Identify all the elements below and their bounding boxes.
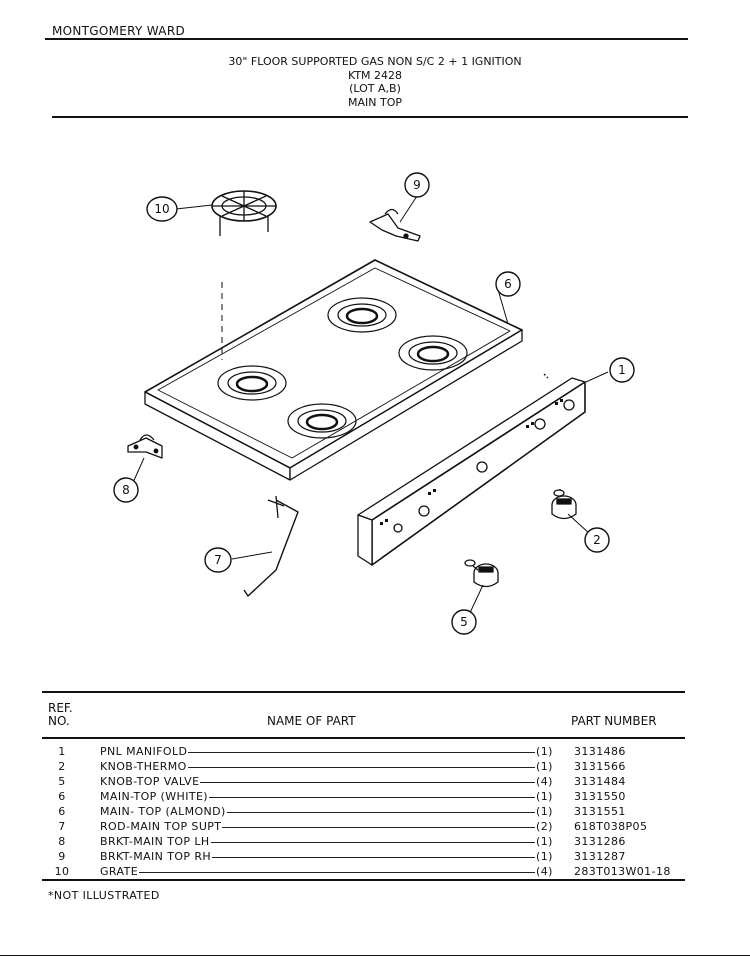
row-leader-line <box>139 872 535 873</box>
manifold-panel-illustration <box>357 373 586 566</box>
row-part-name: MAIN-TOP (WHITE) <box>100 790 208 803</box>
row-quantity: (1) <box>536 835 553 848</box>
table-rule-header <box>42 737 685 739</box>
row-leader-line <box>188 752 535 753</box>
row-part-number: 3131551 <box>574 805 626 818</box>
table-row: 9 BRKT-MAIN TOP RH (1) 3131287 <box>0 850 750 865</box>
row-quantity: (1) <box>536 850 553 863</box>
row-leader-line <box>209 797 535 798</box>
header-rule-bottom <box>52 116 688 118</box>
knob-top-valve-illustration <box>464 559 499 588</box>
title-line-3: (LOT A,B) <box>349 82 401 95</box>
row-ref-number: 1 <box>58 745 66 758</box>
callout-label-5: 5 <box>460 615 468 629</box>
bracket-lh-illustration <box>127 434 163 459</box>
row-part-name: BRKT-MAIN TOP RH <box>100 850 212 863</box>
row-ref-number: 8 <box>58 835 66 848</box>
ref-header-line-2: NO. <box>48 714 70 728</box>
part-number-header: PART NUMBER <box>571 714 657 728</box>
row-part-name: KNOB-THERMO <box>100 760 187 773</box>
footnote: *NOT ILLUSTRATED <box>48 889 160 902</box>
callout-label-6: 6 <box>504 277 512 291</box>
title-line-2: KTM 2428 <box>347 69 403 82</box>
title-line-4: MAIN TOP <box>348 96 402 109</box>
row-quantity: (2) <box>536 820 553 833</box>
name-header: NAME OF PART <box>267 714 356 728</box>
row-leader-line <box>211 842 535 843</box>
table-row: 10 GRATE (4) 283T013W01-18 <box>0 865 750 880</box>
grate-illustration <box>211 190 277 236</box>
callout-10 <box>146 196 178 222</box>
row-leader-line <box>222 827 535 828</box>
table-row: 6 MAIN-TOP (WHITE) (1) 3131550 <box>0 790 750 805</box>
row-part-number: 3131550 <box>574 790 626 803</box>
row-leader-line <box>200 782 535 783</box>
knob-thermo-illustration <box>551 489 577 520</box>
row-part-number: 3131287 <box>574 850 626 863</box>
row-part-name: KNOB-TOP VALVE <box>100 775 200 788</box>
callout-label-10: 10 <box>154 202 169 216</box>
row-leader-line <box>227 812 535 813</box>
row-leader-line <box>212 857 535 858</box>
row-part-number: 3131486 <box>574 745 626 758</box>
callout-label-8: 8 <box>122 483 130 497</box>
callout-label-7: 7 <box>214 553 222 567</box>
table-row: 2 KNOB-THERMO (1) 3131566 <box>0 760 750 775</box>
brand-name: MONTGOMERY WARD <box>52 24 185 38</box>
row-quantity: (1) <box>536 790 553 803</box>
row-part-number: 618T038P05 <box>574 820 648 833</box>
callout-7 <box>204 547 232 573</box>
row-quantity: (1) <box>536 745 553 758</box>
table-row: 5 KNOB-TOP VALVE (4) 3131484 <box>0 775 750 790</box>
main-top-illustration <box>144 259 523 481</box>
table-rule-top <box>42 691 685 693</box>
callout-9 <box>404 172 430 198</box>
row-quantity: (1) <box>536 760 553 773</box>
row-ref-number: 7 <box>58 820 66 833</box>
row-ref-number: 9 <box>58 850 66 863</box>
page-rule-bottom <box>0 955 750 956</box>
table-row: 8 BRKT-MAIN TOP LH (1) 3131286 <box>0 835 750 850</box>
row-ref-number: 5 <box>58 775 66 788</box>
callout-1 <box>609 357 635 383</box>
row-ref-number: 6 <box>58 790 66 803</box>
row-quantity: (1) <box>536 805 553 818</box>
row-leader-line <box>188 767 535 768</box>
row-ref-number: 6 <box>58 805 66 818</box>
callout-label-9: 9 <box>413 178 421 192</box>
support-rod-illustration <box>243 495 299 597</box>
row-part-name: GRATE <box>100 865 139 878</box>
row-quantity: (4) <box>536 775 553 788</box>
callout-8 <box>113 477 139 503</box>
callout-5 <box>451 609 477 635</box>
title-line-1: 30" FLOOR SUPPORTED GAS NON S/C 2 + 1 IG… <box>228 55 522 68</box>
header-rule-top <box>45 38 688 40</box>
exploded-parts-diagram: 10 9 6 1 2 5 7 8 <box>113 172 635 635</box>
callout-label-1: 1 <box>618 363 626 377</box>
row-part-name: MAIN- TOP (ALMOND) <box>100 805 226 818</box>
row-part-number: 3131484 <box>574 775 626 788</box>
row-part-name: ROD-MAIN TOP SUPT <box>100 820 222 833</box>
row-part-number: 3131286 <box>574 835 626 848</box>
table-row: 1 PNL MANIFOLD (1) 3131486 <box>0 745 750 760</box>
table-rule-bottom <box>42 879 685 881</box>
callout-label-2: 2 <box>593 533 601 547</box>
ref-header-line-1: REF. <box>48 701 73 715</box>
callout-6 <box>495 271 521 297</box>
callout-2 <box>584 527 610 553</box>
row-part-name: BRKT-MAIN TOP LH <box>100 835 210 848</box>
table-row: 7 ROD-MAIN TOP SUPT (2) 618T038P05 <box>0 820 750 835</box>
row-part-number: 3131566 <box>574 760 626 773</box>
row-ref-number: 10 <box>54 865 70 878</box>
bracket-rh-illustration <box>369 208 421 242</box>
row-quantity: (4) <box>536 865 553 878</box>
row-part-name: PNL MANIFOLD <box>100 745 188 758</box>
row-part-number: 283T013W01-18 <box>574 865 671 878</box>
row-ref-number: 2 <box>58 760 66 773</box>
table-row: 6 MAIN- TOP (ALMOND) (1) 3131551 <box>0 805 750 820</box>
